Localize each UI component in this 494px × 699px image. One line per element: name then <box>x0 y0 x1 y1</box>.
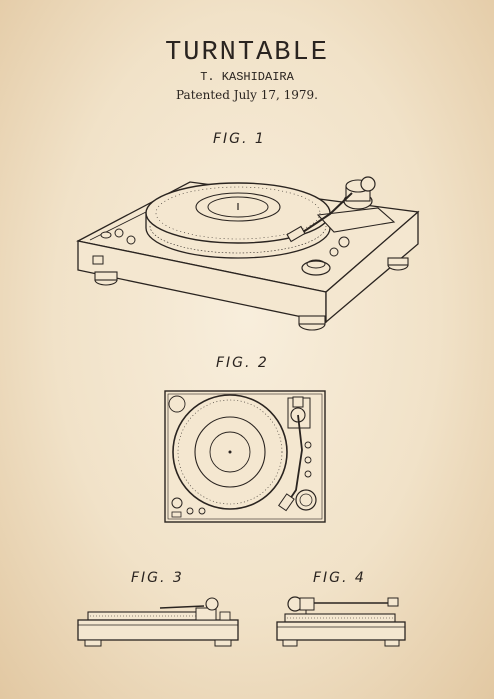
fig2-control-knob <box>304 470 312 478</box>
patent-date: Patented July 17, 1979. <box>176 88 318 102</box>
fig2-control-knob <box>304 441 312 449</box>
fig1-knob <box>126 235 136 245</box>
fig3-tonearm <box>159 605 205 609</box>
fig3-counterweight <box>205 597 219 611</box>
inventor-name: T. KASHIDAIRA <box>200 70 294 84</box>
fig1-plinth-side <box>325 210 419 324</box>
fig-1-label: FIG. 1 <box>213 131 266 147</box>
fig4-platter <box>284 613 396 623</box>
fig1-front-button <box>92 255 104 265</box>
fig3-foot <box>84 639 102 647</box>
fig1-control-knob <box>329 247 339 257</box>
fig1-tonearm-base <box>316 207 396 233</box>
patent-title: TURNTABLE <box>165 38 329 68</box>
fig4-foot <box>282 639 298 647</box>
header: TURNTABLE T. KASHIDAIRA Patented July 17… <box>0 38 494 104</box>
fig-4-label: FIG. 4 <box>313 570 366 586</box>
fig3-tonearm-base <box>195 607 217 621</box>
fig-3-label: FIG. 3 <box>131 570 184 586</box>
fig4-plinth <box>276 621 406 641</box>
fig-2-label: FIG. 2 <box>216 355 269 371</box>
fig2-counterweight <box>292 396 304 408</box>
fig2-control-knob <box>304 456 312 464</box>
fig2-knob <box>186 507 194 515</box>
fig2-tonearm <box>287 414 303 503</box>
fig2-headshell <box>278 493 295 512</box>
fig1-counterweight <box>360 176 376 192</box>
fig2-start-button <box>295 489 317 511</box>
fig1-control-knob <box>338 236 350 248</box>
fig4-foot <box>384 639 400 647</box>
fig1-knob <box>114 228 124 238</box>
fig1-knob <box>100 231 112 239</box>
fig4-tonearm-pivot <box>299 597 315 611</box>
fig3-foot <box>214 639 232 647</box>
fig1-headshell <box>286 225 306 243</box>
fig1-tonearm <box>299 192 353 235</box>
fig2-knob <box>198 507 206 515</box>
fig2-knob <box>171 497 183 509</box>
fig4-headshell <box>387 597 399 607</box>
